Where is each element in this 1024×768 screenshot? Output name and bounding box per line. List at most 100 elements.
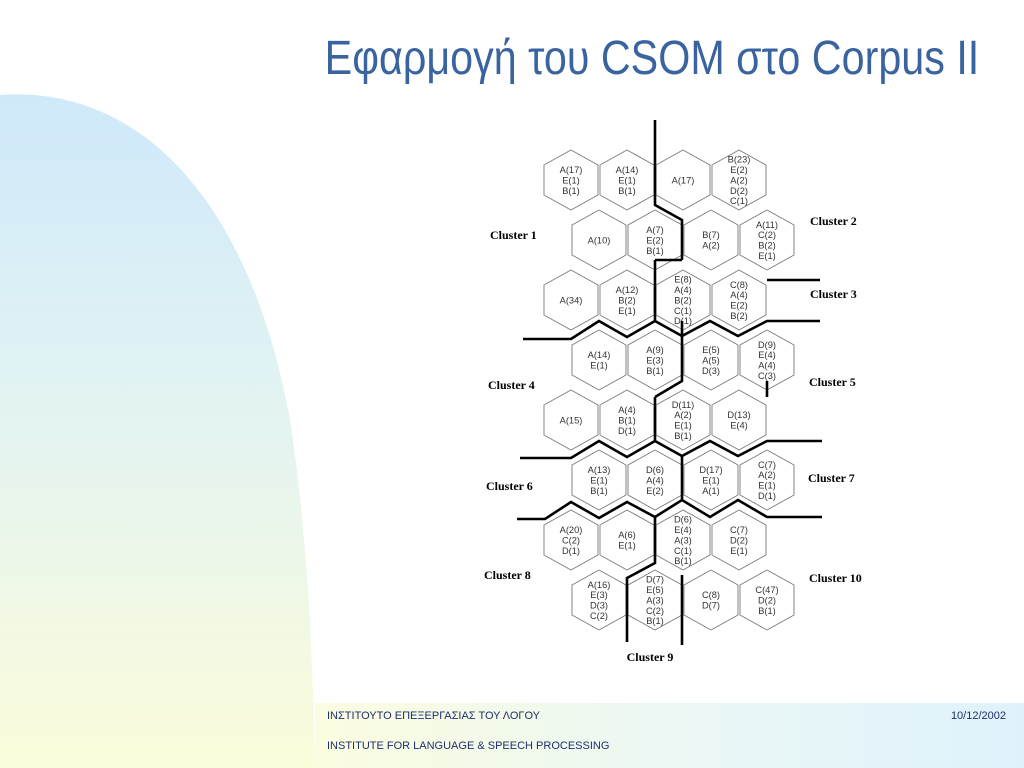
hex-cell-count: A(4)	[758, 361, 776, 371]
cluster-boundary-line	[625, 517, 657, 642]
cluster-label: Cluster 3	[810, 287, 857, 301]
hex-cell-count: A(13)	[588, 465, 611, 475]
hex-cell-count: B(1)	[646, 246, 664, 256]
hex-cell-count: A(11)	[756, 220, 778, 230]
hex-cell-outline	[543, 149, 599, 211]
hex-cell-count: D(1)	[758, 491, 776, 501]
hex-cell: A(6)E(1)	[599, 509, 655, 571]
slide-title: Εφαρμογή του CSOM στο Corpus II	[324, 32, 980, 85]
hex-cell: D(7)E(5)A(3)C(2)B(1)	[627, 569, 683, 631]
hex-cell-outline	[683, 209, 739, 271]
hex-cell: A(10)	[571, 209, 627, 271]
hex-cell-count: A(2)	[702, 241, 720, 251]
hex-cell: D(6)E(4)A(3)C(1)B(1)	[655, 509, 711, 571]
hex-cell: A(9)E(3)B(1)	[627, 329, 683, 391]
hex-cell-count: E(4)	[730, 421, 748, 431]
hex-cell-count: E(1)	[758, 481, 776, 491]
hex-cell-count: E(2)	[646, 486, 664, 496]
hex-cell-count: A(34)	[560, 295, 583, 305]
hex-cell: A(17)	[655, 149, 711, 211]
hex-cell-outline	[571, 329, 627, 391]
hex-cell-count: D(1)	[562, 546, 580, 556]
hex-cell-count: D(9)	[758, 340, 776, 350]
hex-cell-outline	[543, 389, 599, 451]
hex-cell: D(6)A(4)E(2)	[627, 449, 683, 511]
hex-cell-count: C(2)	[590, 611, 608, 621]
hex-cell-outline	[543, 509, 599, 571]
hex-cell-count: B(2)	[618, 295, 636, 305]
hex-cell-count: E(1)	[674, 421, 692, 431]
hex-cell-count: E(1)	[590, 475, 608, 485]
hex-cell-outline	[739, 449, 795, 511]
hex-cell-count: A(9)	[646, 345, 664, 355]
hex-cell-count: B(1)	[618, 415, 636, 425]
hex-cell-count: E(3)	[646, 355, 664, 365]
hex-cell-count: A(3)	[646, 595, 664, 605]
hex-cell-count: E(1)	[618, 175, 636, 185]
hex-cell-count: D(6)	[646, 465, 664, 475]
hex-cell-count: A(20)	[560, 525, 583, 535]
hex-cell-outline	[711, 149, 767, 211]
hex-cell-count: B(2)	[758, 241, 776, 251]
hex-cell-count: D(6)	[674, 515, 692, 525]
hex-cell-outline	[571, 209, 627, 271]
footer-date: 10/12/2002	[950, 710, 1006, 722]
hex-cell-count: C(47)	[755, 585, 778, 595]
hex-cell-count: D(3)	[590, 601, 608, 611]
hex-cell-count: E(3)	[590, 590, 608, 600]
hex-cell-count: D(2)	[758, 595, 776, 605]
hex-cell: B(7)A(2)	[683, 209, 739, 271]
hex-cell-count: C(2)	[646, 606, 664, 616]
hex-cell-count: A(3)	[674, 535, 692, 545]
hex-cell-count: A(4)	[730, 290, 748, 300]
hex-cell-count: D(13)	[727, 410, 750, 420]
slide-footer: ΙΝΣΤΙΤΟΥΤΟ ΕΠΕΞΕΡΓΑΣΙΑΣ ΤΟΥ ΛΟΓΟΥ 10/12/…	[315, 703, 1024, 768]
hex-cell-count: B(2)	[730, 311, 748, 321]
hex-cell-count: C(7)	[758, 460, 776, 470]
hex-cell-outline	[739, 209, 795, 271]
hex-cell-count: B(1)	[674, 431, 692, 441]
hex-cell-count: B(2)	[674, 295, 692, 305]
hex-cell-count: C(1)	[674, 306, 692, 316]
cluster-label: Cluster 9	[627, 650, 674, 664]
background-gradient-shape	[0, 94, 315, 768]
hex-cell-count: E(5)	[702, 345, 720, 355]
hex-cell-outline	[683, 329, 739, 391]
hex-cell: C(7)A(2)E(1)D(1)	[739, 449, 795, 511]
hex-cell-outline	[543, 269, 599, 331]
hex-cell-count: E(1)	[618, 541, 636, 551]
hex-cell-count: A(16)	[588, 580, 611, 590]
hex-cell-count: C(8)	[702, 590, 720, 600]
hex-cell-count: E(4)	[674, 525, 692, 535]
cluster-label: Cluster 7	[808, 471, 855, 485]
hex-cell-count: A(14)	[616, 165, 639, 175]
hex-cell-count: E(4)	[758, 350, 776, 360]
hex-cell-count: C(2)	[758, 230, 776, 240]
hex-cell-count: A(5)	[702, 355, 720, 365]
hex-cell-count: D(2)	[730, 186, 748, 196]
hex-cell-outline	[711, 509, 767, 571]
hex-cell: C(8)D(7)	[683, 569, 739, 631]
cluster-label: Cluster 4	[488, 378, 535, 392]
hex-cell-outline	[683, 449, 739, 511]
cluster-boundary-line	[520, 439, 822, 460]
hex-cell-count: B(1)	[646, 616, 664, 626]
hex-cell-count: D(1)	[618, 426, 636, 436]
hex-grid: A(17)E(1)B(1)A(14)E(1)B(1)A(17)B(23)E(2)…	[543, 149, 795, 631]
hex-cell: D(13)E(4)	[711, 389, 767, 451]
hex-cell-count: E(1)	[590, 361, 608, 371]
hex-cell-count: D(2)	[730, 535, 748, 545]
hex-cell-count: A(12)	[616, 285, 639, 295]
hex-cell-count: D(7)	[702, 601, 720, 611]
hex-cell-count: B(1)	[674, 556, 692, 566]
hex-cell-count: C(3)	[758, 371, 776, 381]
hex-cell-count: A(2)	[758, 470, 776, 480]
hex-cell: A(16)E(3)D(3)C(2)	[571, 569, 627, 631]
hex-cell-count: A(17)	[560, 165, 583, 175]
cluster-boundaries	[517, 120, 822, 645]
hex-cell: D(17)E(1)A(1)	[683, 449, 739, 511]
hex-cell-count: A(2)	[674, 410, 692, 420]
hex-cell-count: A(4)	[674, 285, 692, 295]
hex-cell-count: E(1)	[618, 306, 636, 316]
cluster-label: Cluster 10	[809, 571, 862, 585]
